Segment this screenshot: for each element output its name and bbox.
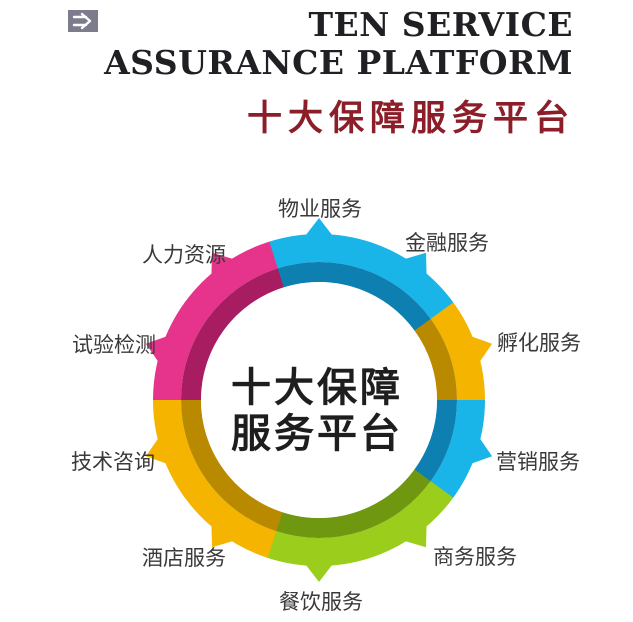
ring-pointer-tab: [304, 218, 334, 237]
center-title-line-1: 十大保障: [231, 365, 403, 411]
segment-label: 餐饮服务: [279, 590, 363, 614]
ring-pointer-tab: [145, 436, 169, 465]
ring-pointer-tab: [304, 563, 334, 582]
ring-segment-inner: [181, 317, 225, 400]
ring-segment-inner: [413, 400, 457, 483]
ring-segment-outer: [184, 241, 278, 319]
ring-segment-outer: [153, 398, 208, 498]
ring-segment-inner: [276, 262, 364, 289]
ring-pointer-tab: [145, 335, 169, 364]
arrow-right-icon: [68, 10, 98, 32]
segment-label: 物业服务: [278, 197, 362, 221]
segment-label: 酒店服务: [142, 546, 226, 570]
ring-pointer-tab: [211, 252, 235, 277]
ring-segment-outer: [361, 242, 455, 321]
ring-pointer-tab: [469, 335, 493, 364]
ring-segment-inner: [414, 318, 457, 402]
segment-label: 营销服务: [496, 450, 580, 474]
center-title-line-2: 服务平台: [231, 411, 403, 457]
ring-pointer-tab: [469, 436, 493, 465]
center-disc: [201, 282, 437, 518]
ring-segment-inner: [355, 268, 432, 332]
ring-segment-inner: [206, 468, 283, 532]
segment-label: 技术咨询: [71, 450, 155, 474]
title-en-line-1: TEN SERVICE: [308, 5, 573, 44]
segment-label: 孵化服务: [497, 331, 581, 355]
ring-pointer-tab: [403, 252, 427, 277]
ring-segment-outer: [153, 301, 209, 400]
title-en-line-2: ASSURANCE PLATFORM: [104, 43, 573, 82]
ring-segment-inner: [274, 511, 362, 538]
ring-segment-outer: [360, 481, 454, 559]
segment-label: 商务服务: [433, 545, 517, 569]
ring-segment-outer: [429, 400, 485, 499]
segment-label: 试验检测: [72, 333, 156, 357]
ring-segment-outer: [266, 530, 371, 566]
ring-segment-inner: [354, 469, 431, 532]
ring-segment-inner: [181, 398, 224, 482]
ring-segment-inner: [207, 268, 284, 331]
ring-segment-outer: [267, 234, 372, 270]
ring-segment-outer: [430, 302, 486, 402]
segment-label: 金融服务: [405, 231, 489, 255]
segment-label: 人力资源: [142, 243, 226, 267]
title-cn: 十大保障服务平台: [246, 99, 575, 139]
ring-pointer-tab: [403, 523, 427, 548]
ring-pointer-tab: [211, 523, 235, 548]
ring-segment-outer: [183, 479, 277, 558]
